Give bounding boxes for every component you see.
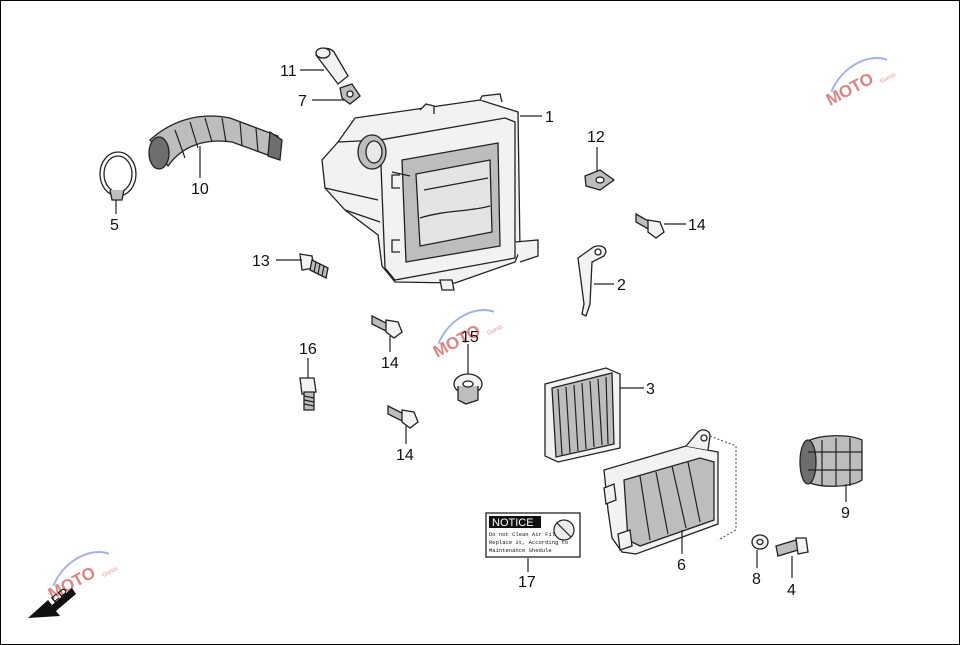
part-intake-boot [799, 435, 863, 487]
part-screw [775, 537, 809, 557]
callout-1: 1 [545, 109, 554, 126]
part-bolt-16 [299, 377, 317, 411]
notice-line-2: Replace it, According to [489, 539, 568, 546]
callout-5: 5 [110, 217, 119, 234]
part-bolt-14-mid [371, 314, 403, 339]
part-filter-cover [603, 429, 737, 555]
part-drain-tube [315, 47, 349, 85]
arrow-icon [28, 588, 76, 618]
callout-8: 8 [752, 571, 761, 588]
part-hose-clamp [99, 151, 137, 201]
callout-16: 16 [299, 341, 317, 358]
callout-14-low: 14 [396, 447, 414, 464]
notice-heading-bg [489, 516, 541, 528]
part-intake-duct [148, 115, 283, 170]
watermark-sub: Gurus [879, 72, 896, 85]
callout-7: 7 [298, 93, 307, 110]
callout-2: 2 [617, 277, 626, 294]
notice-line-3: Maintenance Shedule [489, 547, 552, 554]
part-grommet [453, 373, 483, 405]
watermark-text: MOTO [823, 69, 877, 110]
part-bolt-13 [299, 253, 329, 279]
callout-11: 11 [280, 63, 297, 80]
watermark-sub: Gurus [486, 324, 503, 337]
part-clip-nut [584, 169, 616, 191]
leader-lines [115, 69, 847, 578]
part-washer [751, 534, 769, 550]
callout-14-mid: 14 [381, 355, 399, 372]
callout-14-right: 14 [688, 217, 706, 234]
watermark-top-right: MOTO Gurus [823, 57, 897, 110]
notice-heading: NOTICE [492, 517, 534, 529]
callout-6: 6 [677, 557, 686, 574]
callout-3: 3 [646, 381, 655, 398]
callout-numbers: 1 2 3 4 5 6 7 8 9 10 11 12 13 14 14 14 1… [110, 63, 850, 599]
part-bolt-14-low [387, 404, 419, 429]
part-notice-label: NOTICE Do not Clean Air Filter Replace i… [485, 512, 581, 558]
part-air-cleaner-housing [321, 93, 539, 291]
callout-9: 9 [841, 505, 850, 522]
callout-4: 4 [787, 582, 796, 599]
part-bolt-14-right [635, 212, 665, 239]
no-clean-icon-slash [556, 522, 572, 538]
callout-15: 15 [461, 329, 479, 346]
callout-10: 10 [191, 181, 209, 198]
callout-13: 13 [252, 253, 270, 270]
watermark-sub: Gurus [101, 566, 118, 579]
part-filter-element [544, 367, 621, 463]
callout-17: 17 [518, 574, 536, 591]
part-bracket [577, 245, 607, 317]
notice-line-1: Do not Clean Air Filter [489, 531, 565, 538]
part-small-clamp [339, 83, 361, 105]
callout-12: 12 [587, 129, 605, 146]
